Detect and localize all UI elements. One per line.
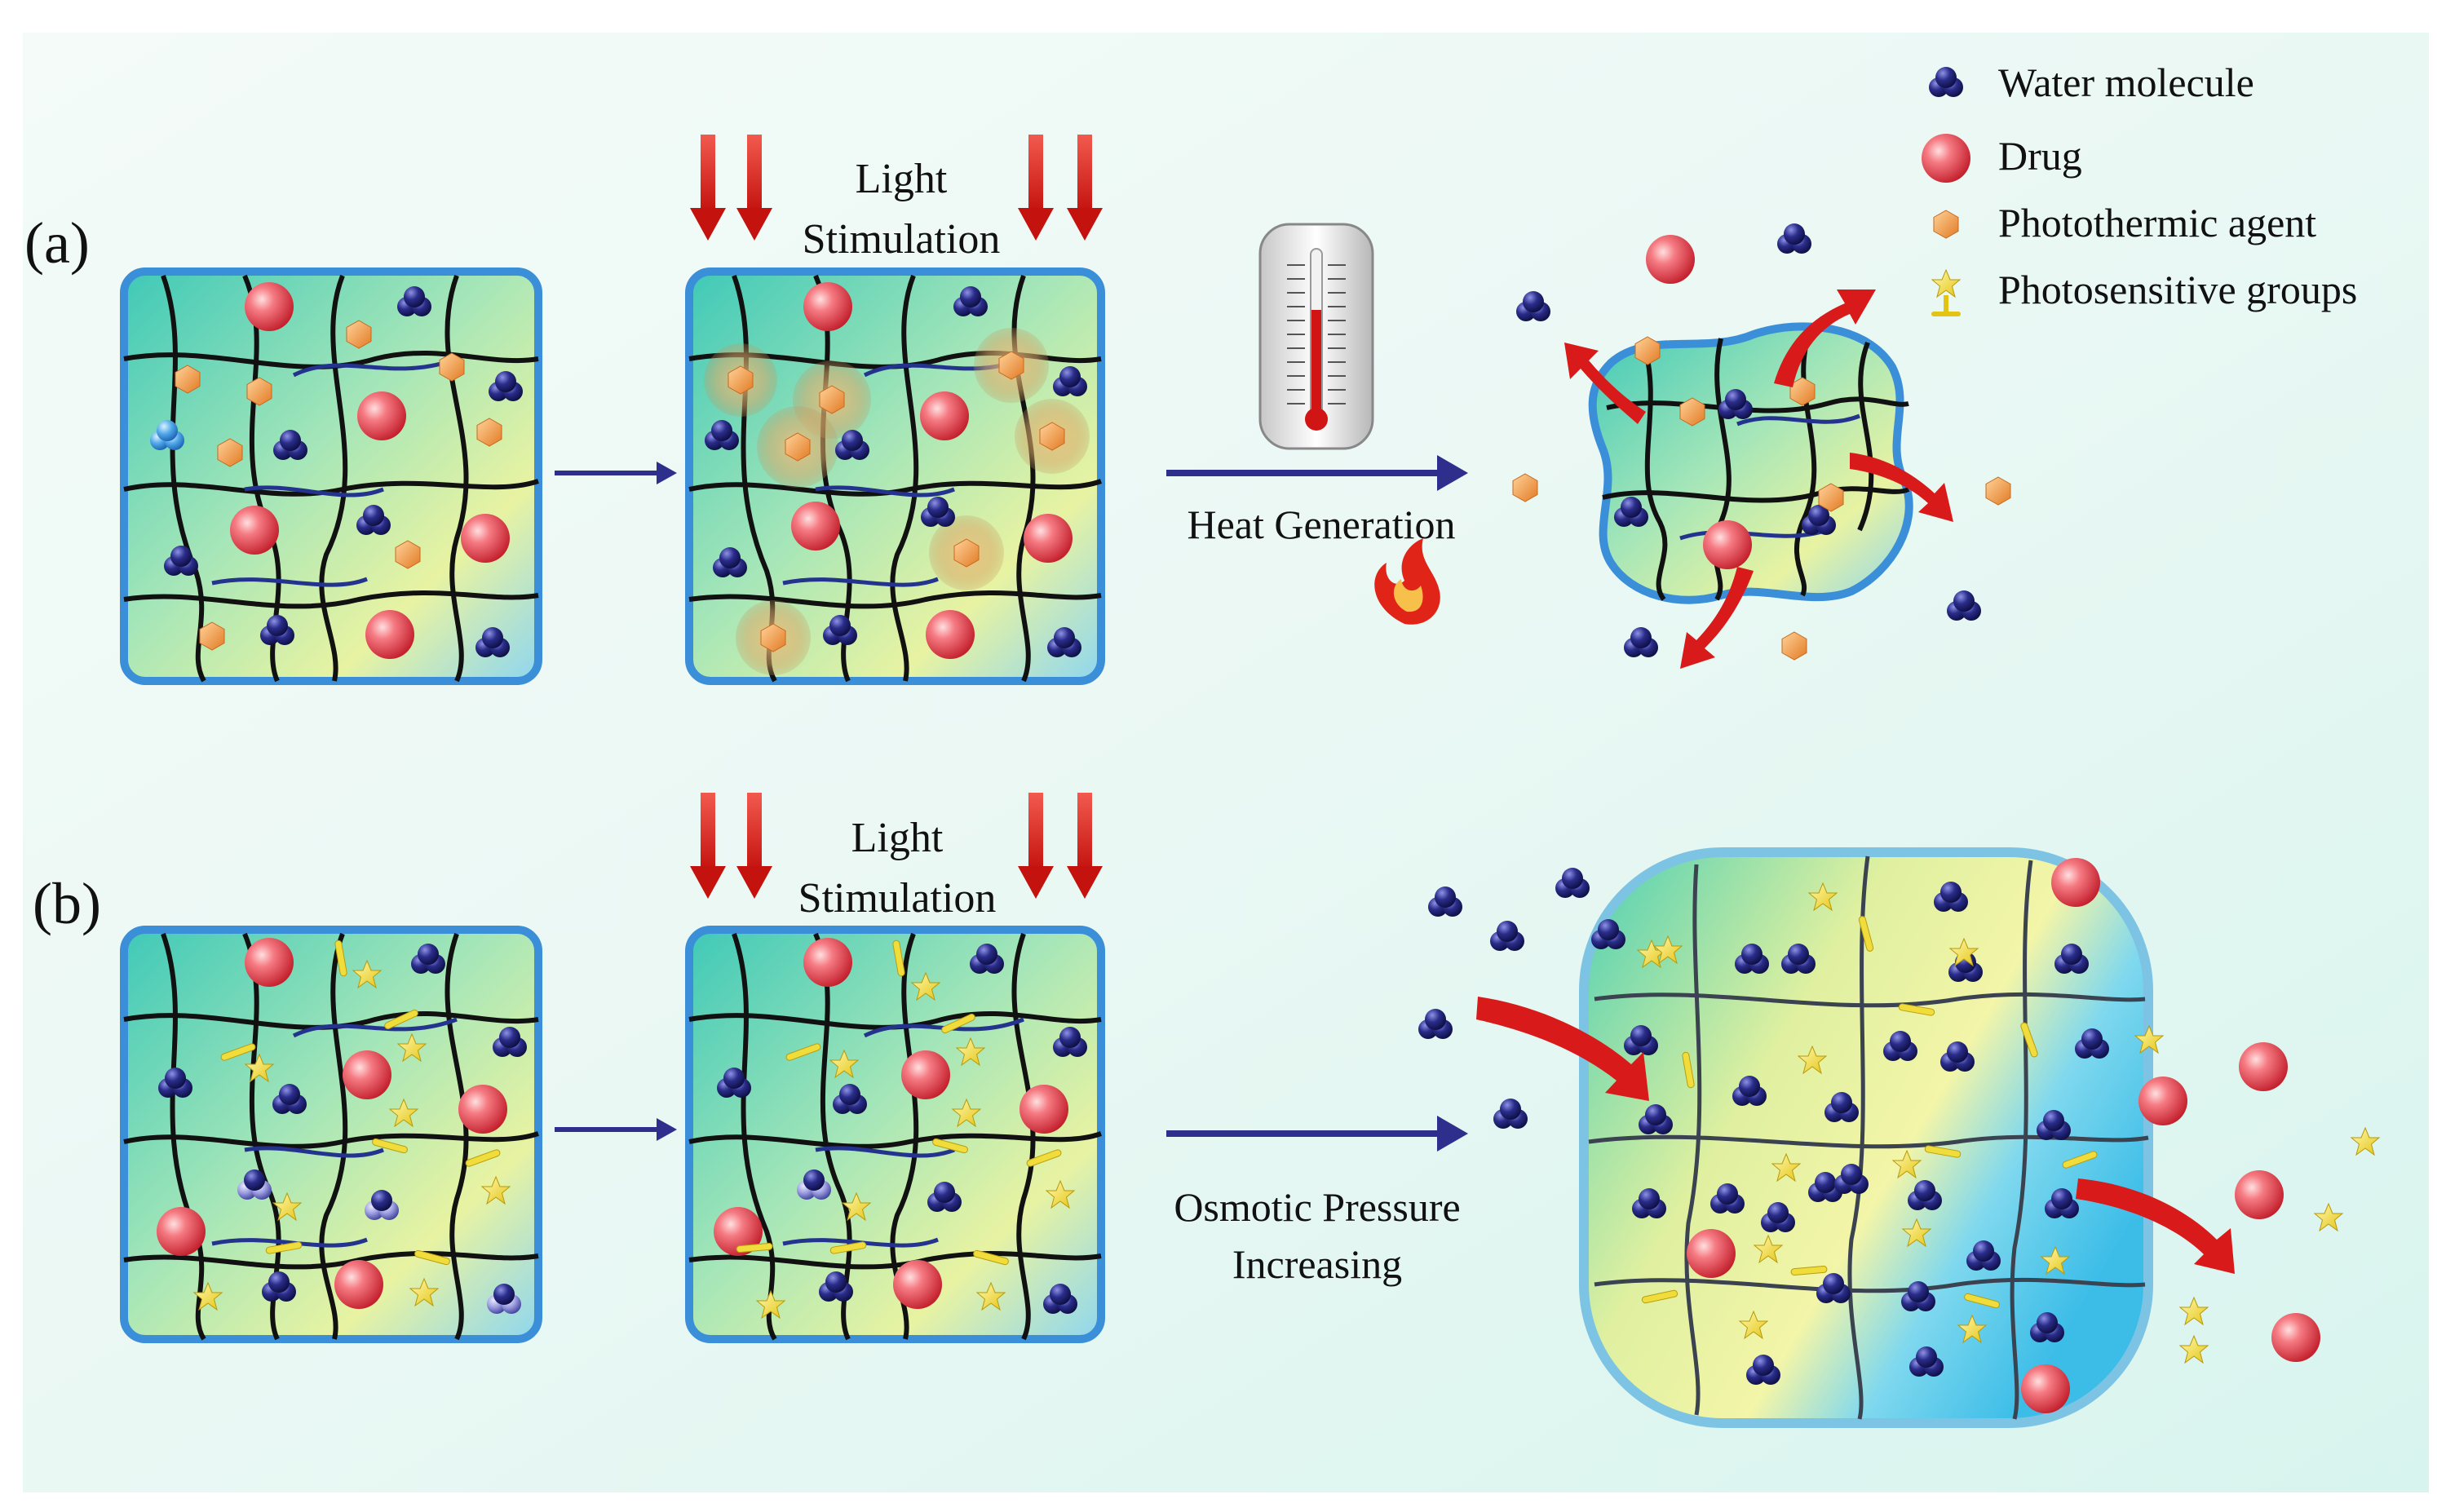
osmotic-label-2: Increasing xyxy=(1232,1241,1402,1287)
star-group-base xyxy=(1931,312,1961,316)
inflow-outflow-arrows-b xyxy=(1476,997,2235,1274)
light-label-a-1: Light xyxy=(856,156,948,202)
legend-label-drug: Drug xyxy=(1998,133,2082,179)
shrunken-hydrogel-a3 xyxy=(1588,322,1913,604)
hydrogel-box-b2 xyxy=(685,926,1105,1343)
outflow-arrows-a xyxy=(1564,290,1953,669)
light-label-a-2: Stimulation xyxy=(803,216,1001,263)
legend-item-photothermic: Photothermic agent xyxy=(1933,200,2316,245)
connector-arrow-b1 xyxy=(555,1118,677,1141)
panel-a-label: (a) xyxy=(24,210,90,276)
star-group-stem xyxy=(1944,295,1948,313)
process-arrow-a xyxy=(1166,455,1468,491)
thermometer-icon xyxy=(1258,223,1374,450)
hydrogel-box-a2 xyxy=(685,267,1105,685)
heat-generation-label: Heat Generation xyxy=(1187,502,1455,547)
panel-b-label: (b) xyxy=(33,871,101,936)
hydrogel-box-b1 xyxy=(120,926,542,1343)
legend-label-photothermic: Photothermic agent xyxy=(1998,200,2316,245)
process-arrow-b xyxy=(1166,1116,1468,1152)
legend-label-water: Water molecule xyxy=(1998,60,2254,105)
flame-icon xyxy=(1374,538,1440,625)
legend-item-drug: Drug xyxy=(1922,133,2082,183)
swollen-hydrogel-b3 xyxy=(1579,847,2164,1428)
drug-sphere-icon xyxy=(1922,134,1970,183)
hydrogel-box-a1 xyxy=(120,267,542,685)
legend-item-water: Water molecule xyxy=(1929,60,2254,105)
light-label-b-2: Stimulation xyxy=(798,875,997,922)
legend-label-photosensitive: Photosensitive groups xyxy=(1998,267,2357,312)
connector-arrow-a1 xyxy=(555,462,677,484)
light-label-b-1: Light xyxy=(851,815,944,861)
osmotic-label-1: Osmotic Pressure xyxy=(1174,1184,1460,1230)
legend-item-photosensitive: Photosensitive groups xyxy=(1931,267,2357,316)
legend: Water molecule Drug Photothermic agent P… xyxy=(1922,60,2357,316)
